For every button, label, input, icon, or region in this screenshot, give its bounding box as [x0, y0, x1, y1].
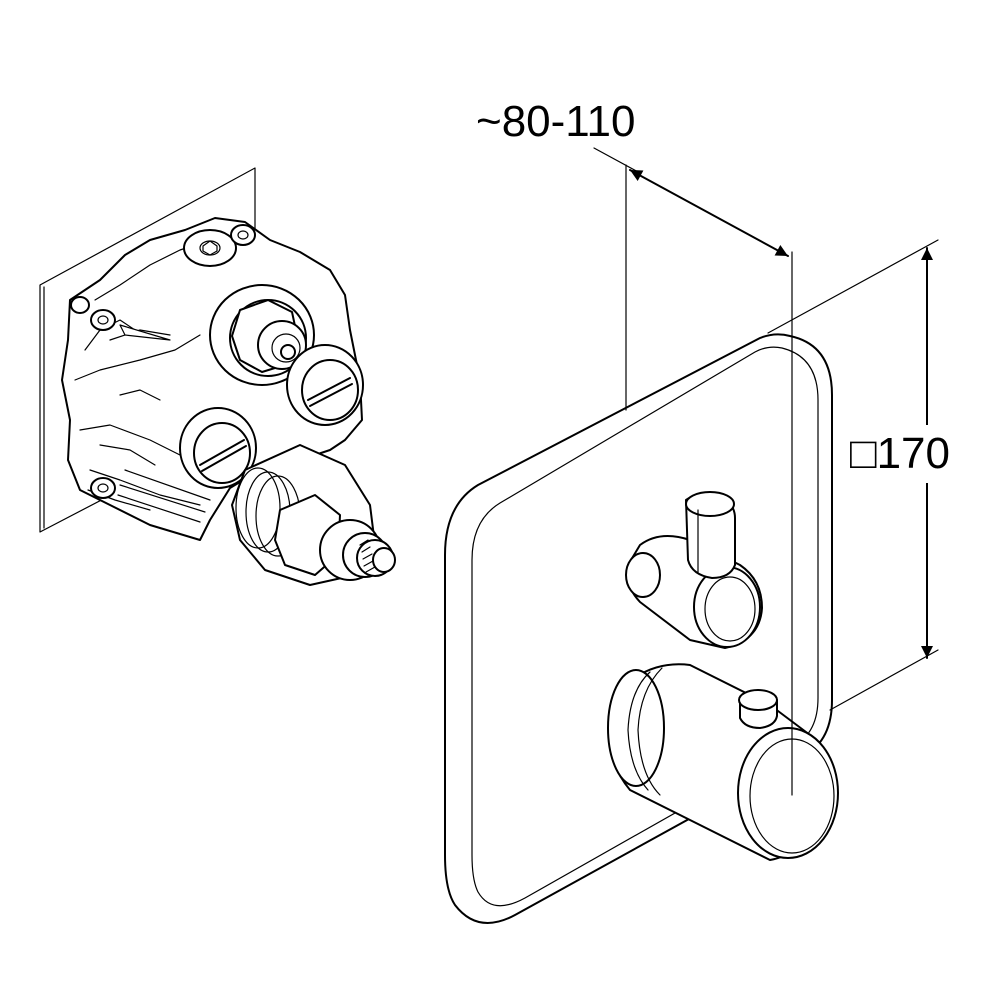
knob-face: [737, 727, 839, 859]
trim-plate-assembly: [444, 333, 839, 924]
depth-dimension-label: ~80-110: [476, 97, 635, 146]
spline-shaft-icon: [356, 539, 396, 577]
rough-in-valve-body: [39, 167, 396, 586]
slotted-stop-screw-icon: [179, 407, 257, 489]
slotted-stop-screw-icon: [286, 344, 364, 426]
square-size-label: □170: [850, 429, 950, 478]
depth-dimension: ~80-110: [476, 97, 793, 796]
diverter-knob[interactable]: [625, 491, 763, 649]
square-size-dimension: □170: [767, 239, 964, 711]
thermostatic-cartridge: [231, 444, 396, 586]
mounting-screw-icon: [90, 477, 116, 499]
thermostat-knob[interactable]: [607, 663, 839, 861]
upper-outlet-nut: [209, 284, 315, 386]
mounting-screw-icon: [90, 309, 116, 331]
safety-button-icon[interactable]: [738, 689, 778, 729]
mounting-screw-icon: [230, 224, 256, 246]
mounting-screw-icon: [70, 296, 90, 314]
top-screw-boss: [183, 229, 237, 267]
